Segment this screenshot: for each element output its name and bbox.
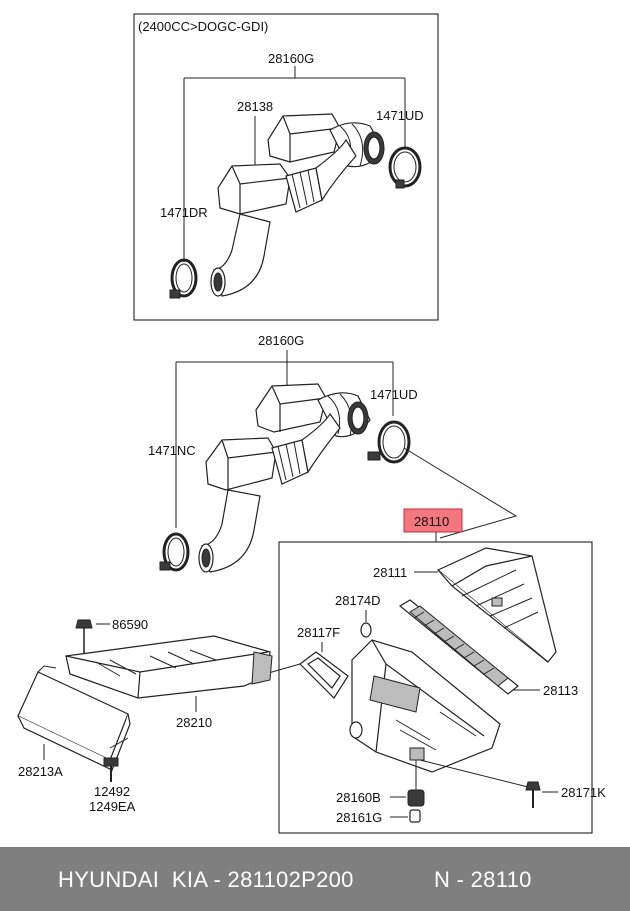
label-28171K: 28171K: [561, 785, 606, 800]
corrugated-hose-top: [285, 138, 357, 213]
label-28160G-mid: 28160G: [258, 333, 304, 348]
label-28160G-top: 28160G: [268, 51, 314, 66]
hose-clamp-1471NC: [159, 532, 190, 572]
lower-resonator-mid: [205, 437, 277, 491]
leader-clamp-to-cleaner: [403, 447, 518, 539]
label-1471DR: 1471DR: [160, 205, 208, 220]
part-28174D: [360, 622, 372, 638]
hose-clamp-1471UD-top: [388, 146, 422, 189]
intake-duct-28210: [65, 635, 273, 699]
leader-housing-to-28171K: [419, 759, 533, 789]
inlet-duct-top: [210, 213, 271, 297]
mount-insulator-28160B: [407, 789, 425, 807]
bolt-28171K: [525, 781, 541, 808]
upper-resonator-mid: [255, 383, 327, 433]
label-1471UD-mid: 1471UD: [370, 387, 418, 402]
shield-28213A: [17, 665, 131, 772]
corrugated-hose-mid: [271, 412, 341, 485]
label-12492: 12492: [94, 784, 130, 799]
air-cleaner-assembly-frame: [278, 541, 593, 834]
air-cleaner-lower-housing: [349, 639, 501, 773]
lower-resonator-top: [217, 163, 291, 215]
gasket-28117F: [299, 651, 349, 699]
exploded-parts-diagram: (2400CC>DOGC-GDI) 28160G 1471UD 28138: [17, 13, 606, 834]
footer-diagram-code: N - 28110: [434, 867, 532, 892]
label-1471UD-top: 1471UD: [376, 108, 424, 123]
label-28213A: 28213A: [18, 764, 63, 779]
inlet-duct-mid: [198, 489, 261, 573]
label-28138: 28138: [237, 99, 273, 114]
label-28111: 28111: [373, 565, 407, 580]
engine-variant-note: (2400CC>DOGC-GDI): [138, 19, 268, 34]
label-86590: 86590: [112, 617, 148, 632]
air-filter-element-28113: [398, 599, 519, 695]
bolt-12492: [103, 737, 129, 782]
label-1471NC: 1471NC: [148, 443, 196, 458]
engine-variant-inset-frame: [133, 13, 439, 321]
part-number-footer: HYUNDAI KIA - 281102P200 N - 28110: [0, 847, 630, 911]
hose-clamp-1471DR: [169, 258, 198, 299]
hose-clamp-1471UD-mid: [367, 420, 411, 464]
footer-brand-part-number: HYUNDAI KIA - 281102P200: [58, 867, 354, 892]
label-28113: 28113: [543, 683, 578, 698]
part-28161G: [409, 809, 421, 823]
label-28117F: 28117F: [297, 625, 340, 640]
label-28210: 28210: [176, 715, 212, 730]
air-cleaner-cover-28111: [436, 547, 557, 663]
upper-resonator-top: [267, 113, 341, 163]
label-28110: 28110: [414, 514, 449, 529]
leader-28160G-mid: [175, 350, 394, 528]
label-1249EA: 1249EA: [89, 799, 136, 814]
highlight-28110-badge: [403, 508, 463, 533]
label-28174D: 28174D: [335, 593, 381, 608]
label-28160B: 28160B: [336, 790, 381, 805]
label-28161G: 28161G: [336, 810, 382, 825]
